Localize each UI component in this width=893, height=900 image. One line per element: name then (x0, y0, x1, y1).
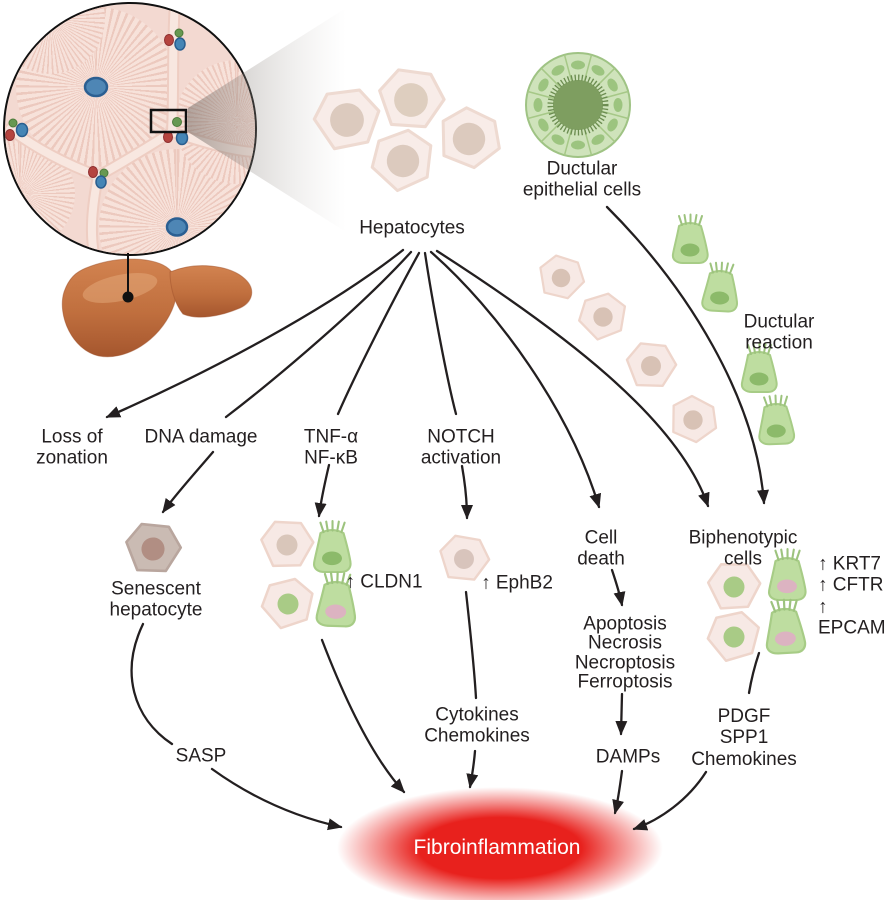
central-veins (83, 76, 189, 237)
cell-death-label: Cell death (577, 527, 625, 570)
ductular-epithelial-cells-label: Ductular epithelial cells (522, 158, 642, 201)
biphenotypic-markers-label: ↑ KRT7 ↑ CFTR ↑ EPCAM (818, 553, 886, 639)
dna-damage-label: DNA damage (144, 426, 258, 448)
ductular-reaction-label: Ductular reaction (743, 311, 815, 354)
fibroinflammation-glow (337, 787, 663, 900)
senescent-hepatocyte-cell (121, 519, 185, 577)
duct-cilia-ring (547, 74, 609, 136)
pdgf-spp1-chemokines-label: PDGF SPP1 Chemokines (691, 706, 797, 770)
callout-rectangle (149, 108, 188, 134)
ductular-reaction-chain (671, 213, 796, 446)
senescent-hepatocyte-label: Senescent hepatocyte (109, 578, 203, 621)
tnf-nfkb-label: TNF-α NF-κB (303, 426, 359, 469)
hepatocyte-chain (531, 250, 726, 451)
highlighted-cell-dot (172, 117, 182, 127)
fibroinflammation-label: Fibroinflammation (413, 836, 581, 859)
biphenotypic-cell-cluster (703, 548, 807, 665)
notch-activation-label: NOTCH activation (420, 426, 502, 469)
death-modes-label: Apoptosis Necrosis Necroptosis Ferroptos… (574, 613, 676, 693)
pathway-arrows (105, 205, 769, 831)
sasp-label: SASP (175, 745, 227, 767)
loss-of-zonation-label: Loss of zonation (36, 426, 108, 469)
cldn1-cell-cluster (256, 518, 358, 633)
duct-cell-nuclei (533, 60, 623, 150)
duct-lumen (553, 80, 603, 130)
inset-pointer-dot (122, 291, 134, 303)
ephb2-cell (434, 531, 494, 586)
magnify-wedge (188, 8, 346, 232)
hepatocyte-cluster (310, 64, 512, 198)
biphenotypic-cells-label: Biphenotypic cells (688, 527, 798, 570)
damps-label: DAMPs (595, 746, 661, 768)
portal-triads (5, 28, 189, 189)
liver-icon (61, 253, 253, 358)
cytokines-chemokines-label: Cytokines Chemokines (424, 704, 530, 747)
ephb2-label: ↑ EphB2 (481, 572, 553, 594)
hepatocytes-label: Hepatocytes (359, 217, 465, 239)
ductular-duct (525, 52, 631, 158)
cldn1-label: ↑ CLDN1 (345, 571, 423, 593)
